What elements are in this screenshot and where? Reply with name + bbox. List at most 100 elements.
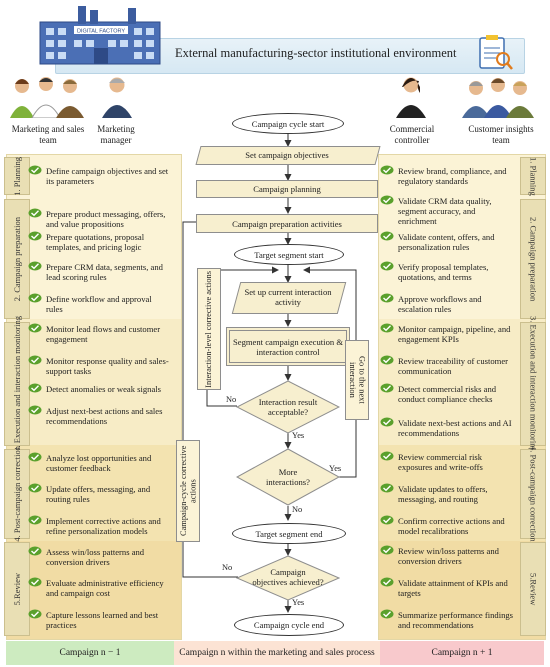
check-icon bbox=[380, 293, 394, 303]
flow-decision-2: More interactions? bbox=[266, 467, 310, 487]
right-task-text: Detect commercial risks and conduct comp… bbox=[398, 384, 497, 404]
flow-decision-3-shape bbox=[236, 555, 340, 601]
check-icon bbox=[380, 261, 394, 271]
right-task-text: Validate CRM data quality, segment accur… bbox=[398, 196, 492, 226]
right-task: Review brand, compliance, and regulatory… bbox=[380, 165, 516, 186]
right-task: Validate attainment of KPIs and targets bbox=[380, 577, 516, 598]
check-icon bbox=[380, 545, 394, 555]
actor-customer-insights: Customer insights team bbox=[468, 124, 534, 145]
left-task-text: Capture lessons learned and best practic… bbox=[46, 610, 159, 630]
right-task-text: Review traceability of customer communic… bbox=[398, 356, 509, 376]
left-task-text: Prepare quotations, proposal templates, … bbox=[46, 232, 145, 252]
right-task-text: Approve workflows and escalation rules bbox=[398, 294, 482, 314]
left-task-text: Analyze lost opportunities and customer … bbox=[46, 453, 152, 473]
right-task-text: Review commercial risk exposures and wri… bbox=[398, 452, 483, 472]
customer-insights-avatars bbox=[462, 78, 534, 118]
right-task: Review traceability of customer communic… bbox=[380, 355, 516, 376]
check-icon bbox=[28, 383, 42, 393]
flow-decision-1: Interaction result acceptable? bbox=[258, 397, 318, 417]
right-task-text: Verify proposal templates, quotations, a… bbox=[398, 262, 489, 282]
check-icon bbox=[28, 546, 42, 556]
left-task-text: Update offers, messaging, and routing ru… bbox=[46, 484, 151, 504]
right-task-text: Monitor campaign, pipeline, and engageme… bbox=[398, 324, 511, 344]
check-icon bbox=[380, 323, 394, 333]
check-icon bbox=[28, 405, 42, 415]
left-task: Update offers, messaging, and routing ru… bbox=[28, 483, 170, 504]
left-task-text: Implement corrective actions and refine … bbox=[46, 516, 161, 536]
right-task-text: Confirm corrective actions and model rec… bbox=[398, 516, 505, 536]
right-task: Review win/loss patterns and conversion … bbox=[380, 545, 516, 566]
left-task-text: Prepare product messaging, offers, and v… bbox=[46, 209, 166, 229]
left-task: Monitor response quality and sales-suppo… bbox=[28, 355, 170, 376]
flow-cycle-start: Campaign cycle start bbox=[232, 113, 344, 134]
left-phase-planning: 1. Planning bbox=[4, 157, 30, 195]
right-phase-planning: 1. Planning bbox=[520, 157, 546, 195]
right-band-review bbox=[379, 541, 545, 639]
check-icon bbox=[380, 417, 394, 427]
check-icon bbox=[28, 577, 42, 587]
right-band-correction bbox=[379, 445, 545, 542]
right-task: Confirm corrective actions and model rec… bbox=[380, 515, 516, 536]
check-icon bbox=[380, 195, 394, 205]
bottom-campaign-prev: Campaign n − 1 bbox=[6, 641, 174, 665]
factory-sign: DIGITAL FACTORY bbox=[77, 29, 125, 35]
bottom-campaign-next: Campaign n + 1 bbox=[380, 641, 544, 665]
right-task: Validate updates to offers, messaging, a… bbox=[380, 483, 516, 504]
flow-cycle-corrective: Campaign-cycle corrective actions bbox=[176, 440, 200, 542]
left-phase-correction: 4. Post-campaign correction bbox=[4, 446, 30, 542]
flow-planning: Campaign planning bbox=[196, 180, 378, 198]
right-task-text: Validate updates to offers, messaging, a… bbox=[398, 484, 488, 504]
left-task-text: Detect anomalies or weak signals bbox=[46, 384, 162, 394]
left-task: Define campaign objectives and set its p… bbox=[28, 165, 170, 186]
left-task: Capture lessons learned and best practic… bbox=[28, 609, 170, 630]
check-icon bbox=[28, 165, 42, 175]
left-task-text: Define campaign objectives and set its p… bbox=[46, 166, 169, 186]
right-task-text: Review win/loss patterns and conversion … bbox=[398, 546, 499, 566]
right-task-text: Validate next-best actions and AI recomm… bbox=[398, 418, 512, 438]
left-task-text: Prepare CRM data, segments, and lead sco… bbox=[46, 262, 163, 282]
right-task: Review commercial risk exposures and wri… bbox=[380, 451, 516, 472]
flow-decision-3: Campaign objectives achieved? bbox=[252, 567, 324, 587]
flow-segment-start: Target segment start bbox=[234, 244, 344, 265]
left-task: Adjust next-best actions and sales recom… bbox=[28, 405, 170, 426]
check-icon bbox=[28, 293, 42, 303]
check-icon bbox=[28, 208, 42, 218]
actor-marketing-manager: Marketing manager bbox=[97, 124, 135, 145]
audit-clipboard-icon bbox=[479, 35, 513, 70]
flow-interaction-corrective: Interaction-level corrective actions bbox=[197, 268, 221, 390]
right-phase-review: 5.Review bbox=[520, 542, 546, 636]
label-yes-3: Yes bbox=[292, 598, 305, 607]
flow-preparation: Campaign preparation activities bbox=[196, 214, 378, 233]
flow-cycle-end: Campaign cycle end bbox=[234, 614, 344, 636]
right-task-text: Validate content, offers, and personaliz… bbox=[398, 232, 495, 252]
left-band-review bbox=[7, 541, 181, 639]
check-icon bbox=[380, 609, 394, 619]
left-task: Monitor lead flows and customer engageme… bbox=[28, 323, 170, 344]
flow-setup: Set up current interaction activity bbox=[244, 287, 332, 307]
left-task: Prepare quotations, proposal templates, … bbox=[28, 231, 170, 252]
sales-team-avatars bbox=[10, 77, 84, 118]
right-task-text: Summarize performance findings and recom… bbox=[398, 610, 514, 630]
left-task: Prepare CRM data, segments, and lead sco… bbox=[28, 261, 170, 282]
right-phase-preparation: 2. Campaign preparation bbox=[520, 199, 546, 319]
flow-execution: Segment campaign execution & interaction… bbox=[226, 327, 350, 366]
left-task: Analyze lost opportunities and customer … bbox=[28, 452, 170, 473]
actor-sales-team: Marketing and sales team bbox=[11, 124, 85, 145]
left-task: Define workflow and approval rules bbox=[28, 293, 170, 314]
right-task: Approve workflows and escalation rules bbox=[380, 293, 516, 314]
left-task: Implement corrective actions and refine … bbox=[28, 515, 170, 536]
flow-decision-2-shape bbox=[236, 448, 340, 506]
label-no-3: No bbox=[222, 563, 233, 572]
factory-illustration: DIGITAL FACTORY bbox=[39, 6, 161, 65]
check-icon bbox=[380, 231, 394, 241]
check-icon bbox=[28, 323, 42, 333]
right-task: Verify proposal templates, quotations, a… bbox=[380, 261, 516, 282]
check-icon bbox=[380, 515, 394, 525]
left-task-text: Monitor lead flows and customer engageme… bbox=[46, 324, 161, 344]
left-phase-preparation: 2. Campaign preparation bbox=[4, 199, 30, 319]
label-no-2: No bbox=[292, 505, 303, 514]
flow-next-interaction: Go to the next interaction bbox=[345, 340, 369, 420]
check-icon bbox=[380, 383, 394, 393]
check-icon bbox=[28, 452, 42, 462]
left-phase-execution: 3. Execution and interaction monitoring bbox=[4, 316, 30, 452]
